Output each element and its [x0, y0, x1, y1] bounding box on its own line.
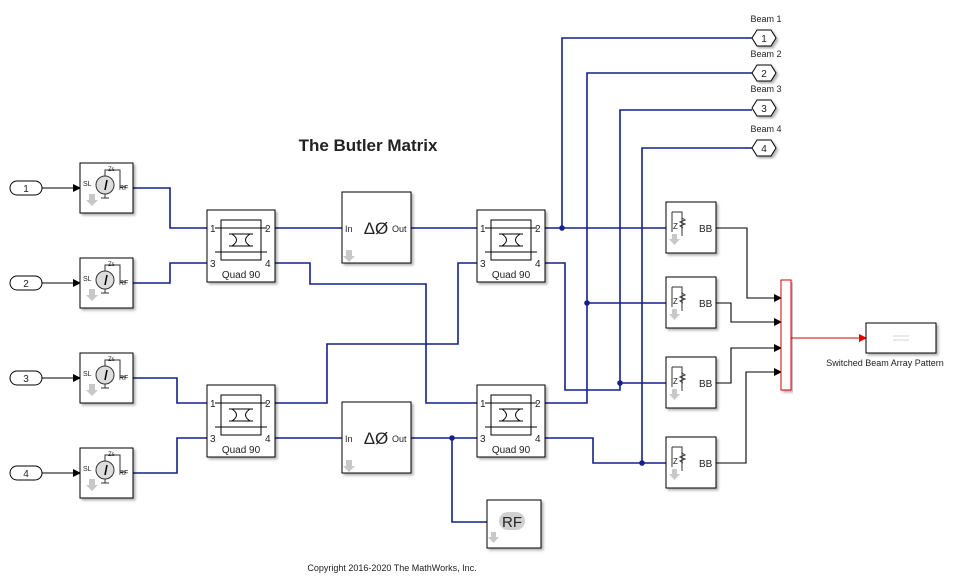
outport-beam-3[interactable]: Beam 3 3 — [750, 84, 782, 117]
bb-block-4[interactable]: BB — [665, 436, 717, 489]
diagram-title: The Butler Matrix — [299, 136, 438, 155]
signal-wires — [42, 184, 867, 477]
phase-shift-icon: ΔØ — [364, 219, 389, 238]
svg-text:Beam 3: Beam 3 — [750, 84, 781, 94]
svg-text:2: 2 — [535, 399, 541, 410]
quad-coupler-4[interactable]: 1 2 3 4 Quad 90 — [476, 384, 546, 458]
svg-text:3: 3 — [23, 374, 29, 385]
bb-block-3[interactable]: BB — [665, 356, 717, 409]
svg-text:4: 4 — [535, 259, 541, 270]
svg-text:Beam 4: Beam 4 — [750, 124, 781, 134]
bb-block-1[interactable]: BB — [665, 201, 717, 254]
mux-block[interactable] — [780, 279, 792, 391]
svg-text:BB: BB — [699, 379, 713, 390]
svg-text:Beam 2: Beam 2 — [750, 49, 781, 59]
inport-4[interactable]: 4 — [9, 465, 43, 481]
quad-coupler-1[interactable]: 1 2 3 4 Quad 90 — [206, 209, 276, 283]
rf-configuration-block[interactable]: RF — [486, 499, 542, 549]
svg-text:3: 3 — [480, 434, 486, 445]
source-block-3[interactable] — [79, 352, 134, 404]
svg-text:BB: BB — [699, 299, 713, 310]
outport-beam-1[interactable]: Beam 1 1 — [750, 14, 782, 47]
svg-text:Beam 1: Beam 1 — [750, 14, 781, 24]
source-block-1[interactable] — [79, 162, 134, 214]
coupler-icon — [214, 219, 268, 261]
bb-block-2[interactable]: BB — [665, 276, 717, 329]
svg-text:2: 2 — [265, 399, 271, 410]
inport-2[interactable]: 2 — [9, 275, 43, 291]
port-arrow-icon — [488, 532, 499, 543]
source-block-2[interactable] — [79, 257, 134, 309]
phase-shift-block-2[interactable]: In ΔØ Out — [341, 401, 412, 474]
quad-coupler-2[interactable]: 1 2 3 4 Quad 90 — [206, 384, 276, 458]
coupler-icon — [484, 394, 538, 436]
svg-text:Quad 90: Quad 90 — [492, 445, 531, 456]
svg-text:In: In — [345, 224, 353, 234]
svg-text:BB: BB — [699, 224, 713, 235]
source-block-4[interactable] — [79, 447, 134, 499]
svg-text:1: 1 — [23, 184, 29, 195]
svg-text:BB: BB — [699, 459, 713, 470]
svg-text:1: 1 — [480, 399, 486, 410]
port-arrow-icon — [343, 460, 355, 472]
svg-text:1: 1 — [761, 34, 767, 45]
svg-text:Quad 90: Quad 90 — [492, 270, 531, 281]
svg-text:4: 4 — [535, 434, 541, 445]
coupler-icon — [214, 394, 268, 436]
svg-text:4: 4 — [265, 259, 271, 270]
svg-text:4: 4 — [23, 469, 29, 480]
inport-3[interactable]: 3 — [9, 370, 43, 386]
svg-text:3: 3 — [210, 259, 216, 270]
svg-text:Switched Beam Array Pattern: Switched Beam Array Pattern — [826, 358, 944, 368]
svg-text:1: 1 — [210, 399, 216, 410]
rf-wires — [133, 37, 752, 523]
svg-text:2: 2 — [761, 69, 767, 80]
coupler-icon — [484, 219, 538, 261]
svg-text:1: 1 — [480, 224, 486, 235]
svg-text:Out: Out — [392, 434, 407, 444]
svg-text:2: 2 — [535, 224, 541, 235]
svg-text:3: 3 — [761, 104, 767, 115]
inport-1[interactable]: 1 — [9, 180, 43, 196]
svg-text:4: 4 — [265, 434, 271, 445]
outport-beam-2[interactable]: Beam 2 2 — [750, 49, 782, 82]
svg-text:Out: Out — [392, 224, 407, 234]
switched-beam-array-pattern-block[interactable]: Switched Beam Array Pattern — [826, 322, 944, 368]
svg-text:2: 2 — [23, 279, 29, 290]
copyright-text: Copyright 2016-2020 The MathWorks, Inc. — [307, 563, 476, 573]
svg-text:1: 1 — [210, 224, 216, 235]
svg-text:In: In — [345, 434, 353, 444]
phase-shift-block-1[interactable]: In ΔØ Out — [341, 191, 412, 264]
svg-text:3: 3 — [210, 434, 216, 445]
quad-coupler-3[interactable]: 1 2 3 4 Quad 90 — [476, 209, 546, 283]
svg-text:3: 3 — [480, 259, 486, 270]
svg-text:Quad 90: Quad 90 — [222, 270, 261, 281]
svg-text:Quad 90: Quad 90 — [222, 445, 261, 456]
phase-shift-icon: ΔØ — [364, 429, 389, 448]
svg-text:2: 2 — [265, 224, 271, 235]
outport-beam-4[interactable]: Beam 4 4 — [750, 124, 782, 157]
port-arrow-icon — [343, 250, 355, 262]
svg-text:RF: RF — [502, 514, 522, 531]
svg-text:4: 4 — [761, 144, 767, 155]
